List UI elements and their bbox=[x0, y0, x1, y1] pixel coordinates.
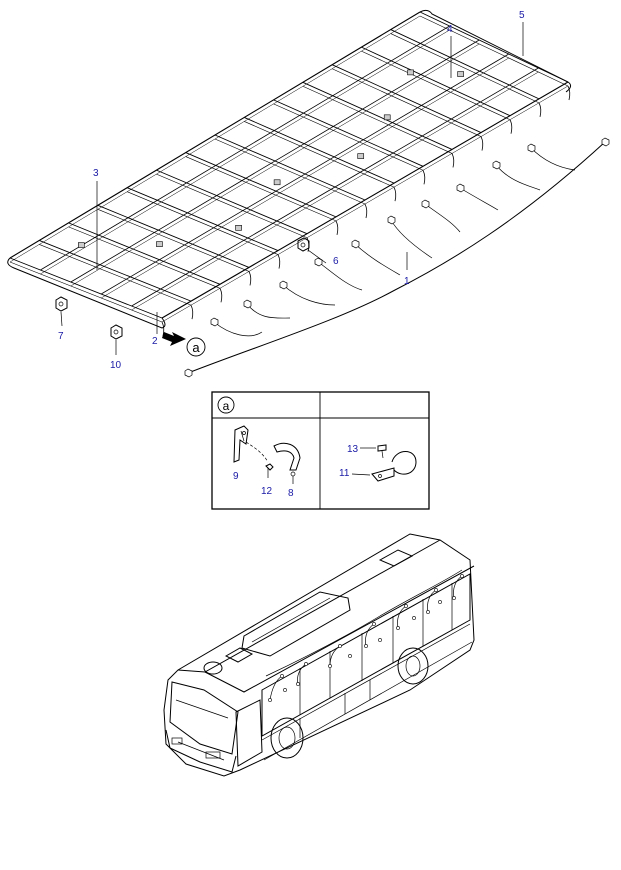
harness-connectors bbox=[184, 137, 610, 378]
p-clip-11-icon bbox=[351, 451, 417, 482]
callout-10: 10 bbox=[110, 360, 122, 371]
wiring-harness bbox=[184, 137, 610, 378]
detail-arrow bbox=[162, 332, 186, 346]
callout-2: 2 bbox=[152, 336, 158, 347]
callout-labels: 1 2 3 4 5 6 7 10 bbox=[58, 10, 525, 371]
detail-table: a bbox=[211, 391, 430, 510]
screw-13-icon bbox=[360, 444, 387, 459]
callout-12: 12 bbox=[261, 486, 273, 497]
clamp-8-icon bbox=[273, 442, 301, 484]
bracket-9-icon bbox=[233, 425, 249, 463]
bus-harness-connectors bbox=[268, 574, 464, 702]
callout-13: 13 bbox=[347, 444, 359, 455]
callout-4: 4 bbox=[447, 24, 453, 35]
svg-text:a: a bbox=[223, 399, 230, 413]
detail-table-header-a: a bbox=[217, 396, 235, 414]
screw-12-icon bbox=[265, 463, 274, 478]
callout-1: 1 bbox=[404, 276, 410, 287]
nut-6-icon bbox=[297, 237, 310, 252]
callout-9: 9 bbox=[233, 471, 239, 482]
detail-marker-a: a bbox=[186, 337, 206, 357]
callout-7: 7 bbox=[58, 331, 64, 342]
bus-illustration bbox=[163, 533, 475, 777]
callout-3: 3 bbox=[93, 168, 99, 179]
nut-7-icon bbox=[55, 296, 68, 312]
callout-6: 6 bbox=[333, 256, 339, 267]
svg-text:a: a bbox=[192, 340, 200, 355]
leader-lines bbox=[60, 22, 524, 355]
callout-11: 11 bbox=[339, 468, 350, 479]
roof-rack-frame bbox=[7, 9, 572, 337]
nut-10-icon bbox=[110, 324, 123, 340]
callout-5: 5 bbox=[519, 10, 525, 21]
callout-8: 8 bbox=[288, 488, 294, 499]
